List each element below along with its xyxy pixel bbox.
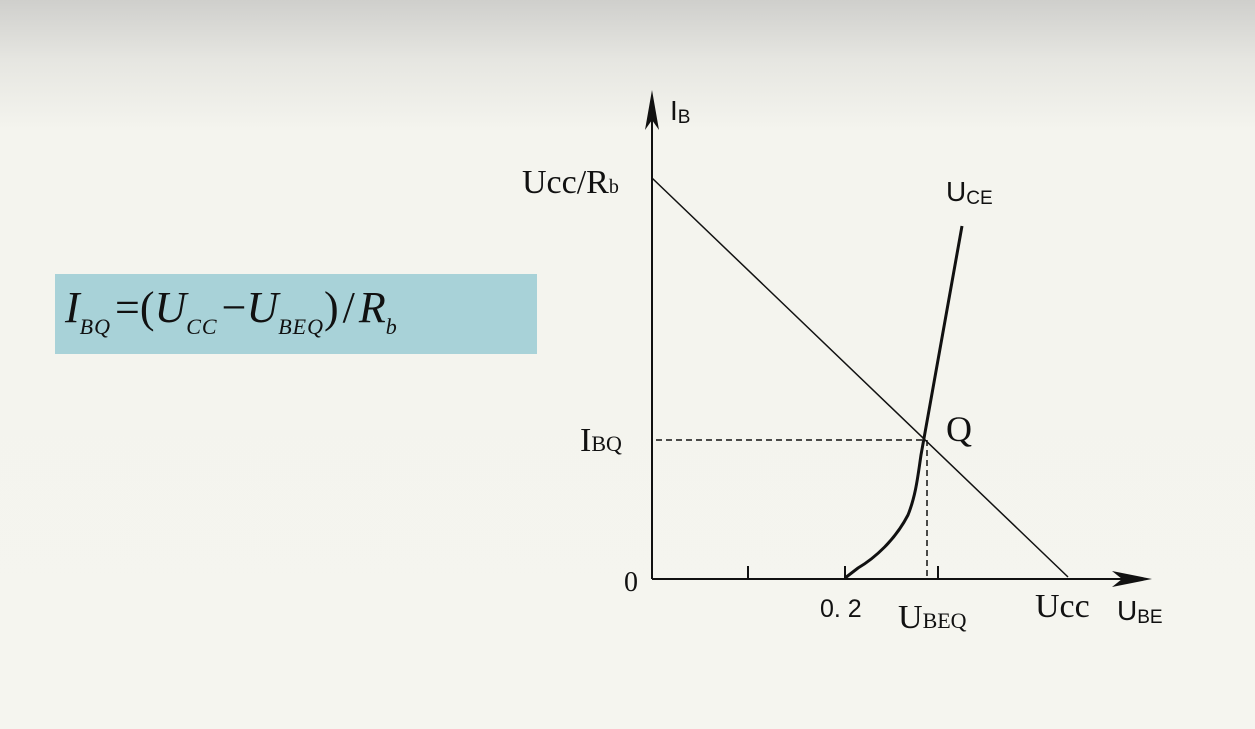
formula-box: IBQ =(UCC −UBEQ) / Rb: [55, 274, 537, 354]
x-axis-arrow: [1112, 571, 1152, 587]
formula-equals: =: [114, 283, 140, 332]
origin-label: 0: [624, 567, 638, 598]
ibq-formula: IBQ =(UCC −UBEQ) / Rb: [65, 282, 535, 348]
ibq-label: IBQ: [580, 422, 622, 459]
y-axis-label: IB: [670, 95, 690, 128]
dc-load-line: [651, 177, 1069, 578]
formula-open-paren: (: [139, 283, 155, 332]
formula-ucc: U: [154, 283, 187, 332]
x-axis-label: UBE: [1117, 595, 1163, 628]
formula-lhs-sub: BQ: [79, 314, 111, 339]
formula-ucc-sub: CC: [186, 314, 218, 339]
formula-minus: −: [221, 283, 247, 332]
formula-slash: /: [342, 283, 355, 332]
input-characteristic-curve: [844, 225, 964, 580]
y-intercept-label: Ucc/Rb: [522, 164, 619, 201]
tick-label-02: 0. 2: [820, 595, 862, 623]
x-intercept-label: Ucc: [1035, 588, 1090, 625]
formula-lhs: I: [65, 283, 80, 332]
formula-ubeq-sub: BEQ: [278, 314, 324, 339]
formula-close-paren: ): [323, 283, 339, 332]
y-axis-arrow: [645, 90, 659, 130]
formula-rb: R: [358, 283, 386, 332]
ubeq-label: UBEQ: [898, 599, 967, 636]
curve-label: UCE: [946, 176, 993, 209]
formula-ubeq: U: [246, 283, 279, 332]
formula-rb-sub: b: [385, 314, 398, 339]
q-point-label: Q: [946, 409, 972, 449]
